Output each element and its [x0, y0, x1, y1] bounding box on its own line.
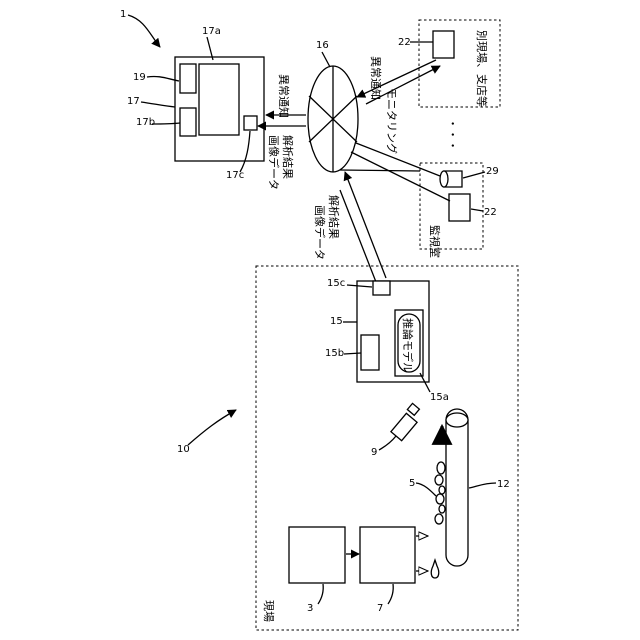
ref-1: 1 — [120, 9, 126, 20]
ref-29: 29 — [486, 166, 499, 177]
system-1-reference: 1 — [120, 9, 160, 47]
network-16: 16 — [308, 40, 358, 172]
server-19-box — [180, 64, 196, 93]
analyzer-15b-box — [361, 335, 379, 370]
ref-7: 7 — [377, 603, 383, 614]
label-site: 現場 — [262, 600, 275, 622]
ref-15: 15 — [330, 316, 343, 327]
ref-17: 17 — [127, 96, 140, 107]
monitoring-room: 29 22 監視室 — [340, 143, 499, 258]
label-abnormal-notice-mid: 異常通知 — [277, 74, 291, 118]
ref-3: 3 — [307, 603, 313, 614]
ref-22-bottom: 22 — [484, 207, 497, 218]
server-17b-box — [180, 108, 196, 136]
label-image-data-mid: 画像データ — [313, 205, 327, 260]
label-monitoring-room: 監視室 — [428, 225, 442, 258]
server-network-link: 異常通知 解析結果 画像データ — [258, 74, 306, 190]
ref-12: 12 — [497, 479, 510, 490]
ref-9: 9 — [371, 447, 377, 458]
analyzer-15: 推論モデル 15c 15 15b 15a — [325, 278, 449, 403]
label-analysis-result-left: 解析結果 — [281, 135, 295, 179]
label-monitoring: モニタリング — [385, 88, 399, 154]
conveyor-12: 5 12 — [409, 409, 510, 566]
label-inference-model: 推論モデル — [401, 318, 415, 373]
device-3: 3 — [289, 527, 345, 614]
ref-17c: 17c — [226, 170, 244, 181]
objects-5 — [435, 462, 445, 524]
analyzer-15c-port — [373, 281, 390, 295]
device-3-box — [289, 527, 345, 583]
server-17a-box — [199, 64, 239, 135]
ref-15b: 15b — [325, 348, 344, 359]
other-site: 22 別現場、支店等 異常通知 モニタリング ・・・ — [357, 20, 500, 154]
ref-17a: 17a — [202, 26, 221, 37]
droplet — [431, 560, 438, 578]
label-analysis-result-mid: 解析結果 — [327, 195, 341, 239]
device-7-box — [360, 527, 415, 583]
ref-15a: 15a — [430, 392, 449, 403]
camera-9: 9 — [371, 403, 419, 458]
analyzer-network-link: 解析結果 画像データ — [313, 172, 386, 282]
server-17: 17a 19 17 17b 17c — [127, 26, 264, 181]
ref-22-top: 22 — [398, 37, 411, 48]
label-abnormal-notice-right: 異常通知 — [369, 56, 383, 100]
terminal-22-bottom — [449, 194, 470, 221]
ref-5: 5 — [409, 478, 415, 489]
server-17c-port — [244, 116, 257, 130]
label-other-site: 別現場、支店等 — [475, 30, 489, 107]
terminal-22-top — [433, 31, 454, 58]
conveyor-belt — [446, 409, 468, 566]
ref-16: 16 — [316, 40, 329, 51]
label-image-data-left: 画像データ — [267, 135, 281, 190]
ref-17b: 17b — [136, 117, 155, 128]
device-7: 7 — [346, 527, 439, 614]
ref-10: 10 — [177, 444, 190, 455]
ellipsis: ・・・ — [446, 118, 459, 151]
ref-15c: 15c — [327, 278, 345, 289]
ref-19: 19 — [133, 72, 146, 83]
